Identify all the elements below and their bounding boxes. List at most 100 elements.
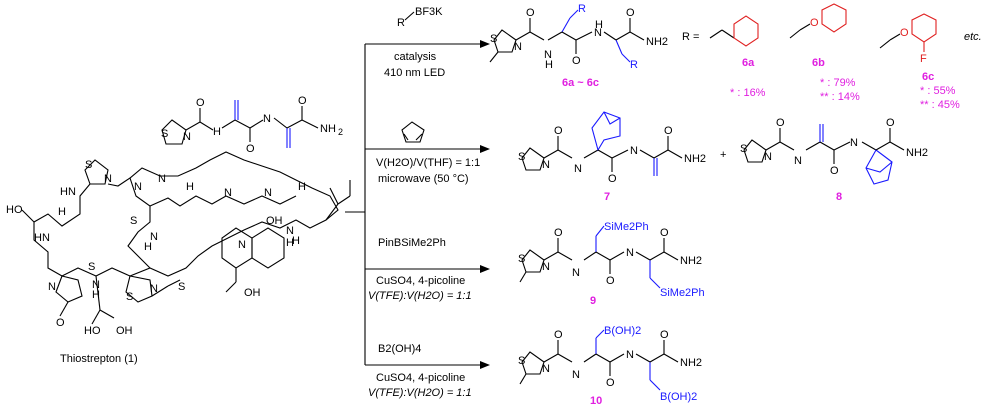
silyl-bot: SiMe2Ph: [660, 287, 705, 299]
cond-led: 410 nm LED: [384, 67, 445, 79]
h-label-4: H: [186, 181, 194, 193]
r-6-bot: R: [630, 59, 638, 71]
o-6c-ether: O: [900, 27, 909, 39]
s-10: S: [518, 355, 525, 367]
label-8: 8: [836, 191, 842, 203]
n-label-8: N: [264, 187, 272, 199]
n-label-9: N: [286, 225, 294, 237]
boron-bot: B(OH)2: [660, 391, 697, 403]
o-9: O: [554, 227, 563, 239]
r-6-top: R: [578, 3, 586, 15]
label-10: 10: [590, 395, 602, 407]
s-label-ring-2: S: [130, 215, 137, 227]
quinoline-h: H: [286, 237, 294, 249]
n-label: N: [263, 113, 271, 125]
plus: +: [720, 149, 726, 161]
quinoline-oh: OH: [266, 215, 283, 227]
s-7: S: [518, 151, 525, 163]
o-lower: O: [56, 317, 65, 329]
nh-8: N: [794, 155, 802, 167]
o-7c: O: [664, 125, 673, 137]
o-6b: O: [572, 55, 581, 67]
silyl-top: SiMe2Ph: [604, 221, 649, 233]
nh-7b: N: [630, 145, 638, 157]
side-oh: OH: [244, 287, 261, 299]
o-label-3: O: [298, 95, 307, 107]
yield-6c-1: * : 55%: [920, 85, 956, 97]
branch-arrows: [345, 40, 490, 369]
nh-6a: N: [544, 49, 552, 61]
o-label: O: [196, 97, 205, 109]
hn-label: HN: [60, 186, 76, 198]
yield-6a-1: * : 16%: [730, 87, 766, 99]
nh2-8: NH2: [906, 147, 928, 159]
lower-ho: HO: [84, 325, 101, 337]
thio-s: S: [178, 281, 185, 293]
nh-7: N: [574, 163, 582, 175]
etc: etc.: [964, 31, 982, 43]
h-6b: H: [595, 19, 603, 31]
o-9c: O: [660, 227, 669, 239]
label-6c: 6c: [922, 71, 934, 83]
yield-6b-2: ** : 14%: [820, 91, 860, 103]
nh-10b: N: [626, 349, 634, 361]
cond-microwave: microwave (50 °C): [378, 173, 469, 185]
o-10: O: [554, 329, 563, 341]
n-label-7: N: [224, 187, 232, 199]
thiazole-s-2: S: [85, 159, 92, 171]
hn-label-2: HN: [34, 232, 50, 244]
label-6a: 6a: [742, 57, 755, 69]
nh-9: N: [572, 267, 580, 279]
cond-catalysis: catalysis: [394, 51, 437, 63]
o-10c: O: [660, 329, 669, 341]
thiazole-s: S: [161, 128, 168, 140]
branch-2-conditions: V(H2O)/V(THF) = 1:1 microwave (50 °C): [376, 121, 480, 185]
reagent-r: R: [397, 17, 405, 29]
nh-8b: N: [850, 137, 858, 149]
n-label-5: N: [134, 181, 142, 193]
nh-label: H: [213, 126, 221, 138]
thiazole-n: N: [183, 131, 191, 143]
branch-1-conditions: R BF3K catalysis 410 nm LED: [384, 6, 445, 79]
product-7-8: S N O N O N O NH2 7 + S N O N: [518, 111, 928, 203]
label-6b: 6b: [812, 57, 825, 69]
nh-10: N: [572, 369, 580, 381]
o-10b: O: [606, 377, 615, 389]
o-7b: O: [608, 173, 617, 185]
s-9: S: [518, 253, 525, 265]
n-label-4: N: [150, 231, 158, 243]
n-label-2: N: [48, 281, 56, 293]
n-9: N: [542, 261, 550, 273]
reagent-silyl: PinBSiMe2Ph: [378, 237, 446, 249]
cond-solvent: V(H2O)/V(THF) = 1:1: [376, 157, 480, 169]
thiostrepton-structure: S N O H O N O NH 2 S N HN HO: [6, 95, 351, 365]
nh-9b: N: [626, 247, 634, 259]
product-10: S N O N B(OH)2 O N B(OH)2 O NH2 10: [518, 325, 702, 407]
o-8: O: [776, 117, 785, 129]
yield-6c-2: ** : 45%: [920, 99, 960, 111]
o-label-2: O: [246, 143, 255, 155]
lower-oh: OH: [116, 325, 133, 337]
branch-4-conditions: B2(OH)4 CuSO4, 4-picoline V(TFE):V(H2O) …: [368, 343, 472, 399]
s-8: S: [740, 143, 747, 155]
n-label-6: N: [158, 173, 166, 185]
h-label-2: H: [92, 289, 100, 301]
n-label-10: N: [150, 283, 158, 295]
o-7: O: [554, 125, 563, 137]
n-8: N: [764, 151, 772, 163]
o-6b-ether: O: [810, 17, 819, 29]
cond-tfe-2: V(TFE):V(H2O) = 1:1: [368, 387, 472, 399]
ho-label: HO: [6, 204, 23, 216]
reagent-bf3k: BF3K: [415, 6, 443, 18]
h-label-5: H: [298, 181, 306, 193]
nh-6b: N: [594, 27, 602, 39]
n-10: N: [542, 363, 550, 375]
boron-top: B(OH)2: [604, 325, 641, 337]
yield-6b-1: * : 79%: [820, 77, 856, 89]
nh2-sub: 2: [338, 127, 343, 137]
nh2-label: NH: [320, 123, 336, 135]
nh2-9: NH2: [680, 255, 702, 267]
f-6c: F: [920, 53, 927, 65]
thiazole-n-2: N: [104, 173, 112, 185]
